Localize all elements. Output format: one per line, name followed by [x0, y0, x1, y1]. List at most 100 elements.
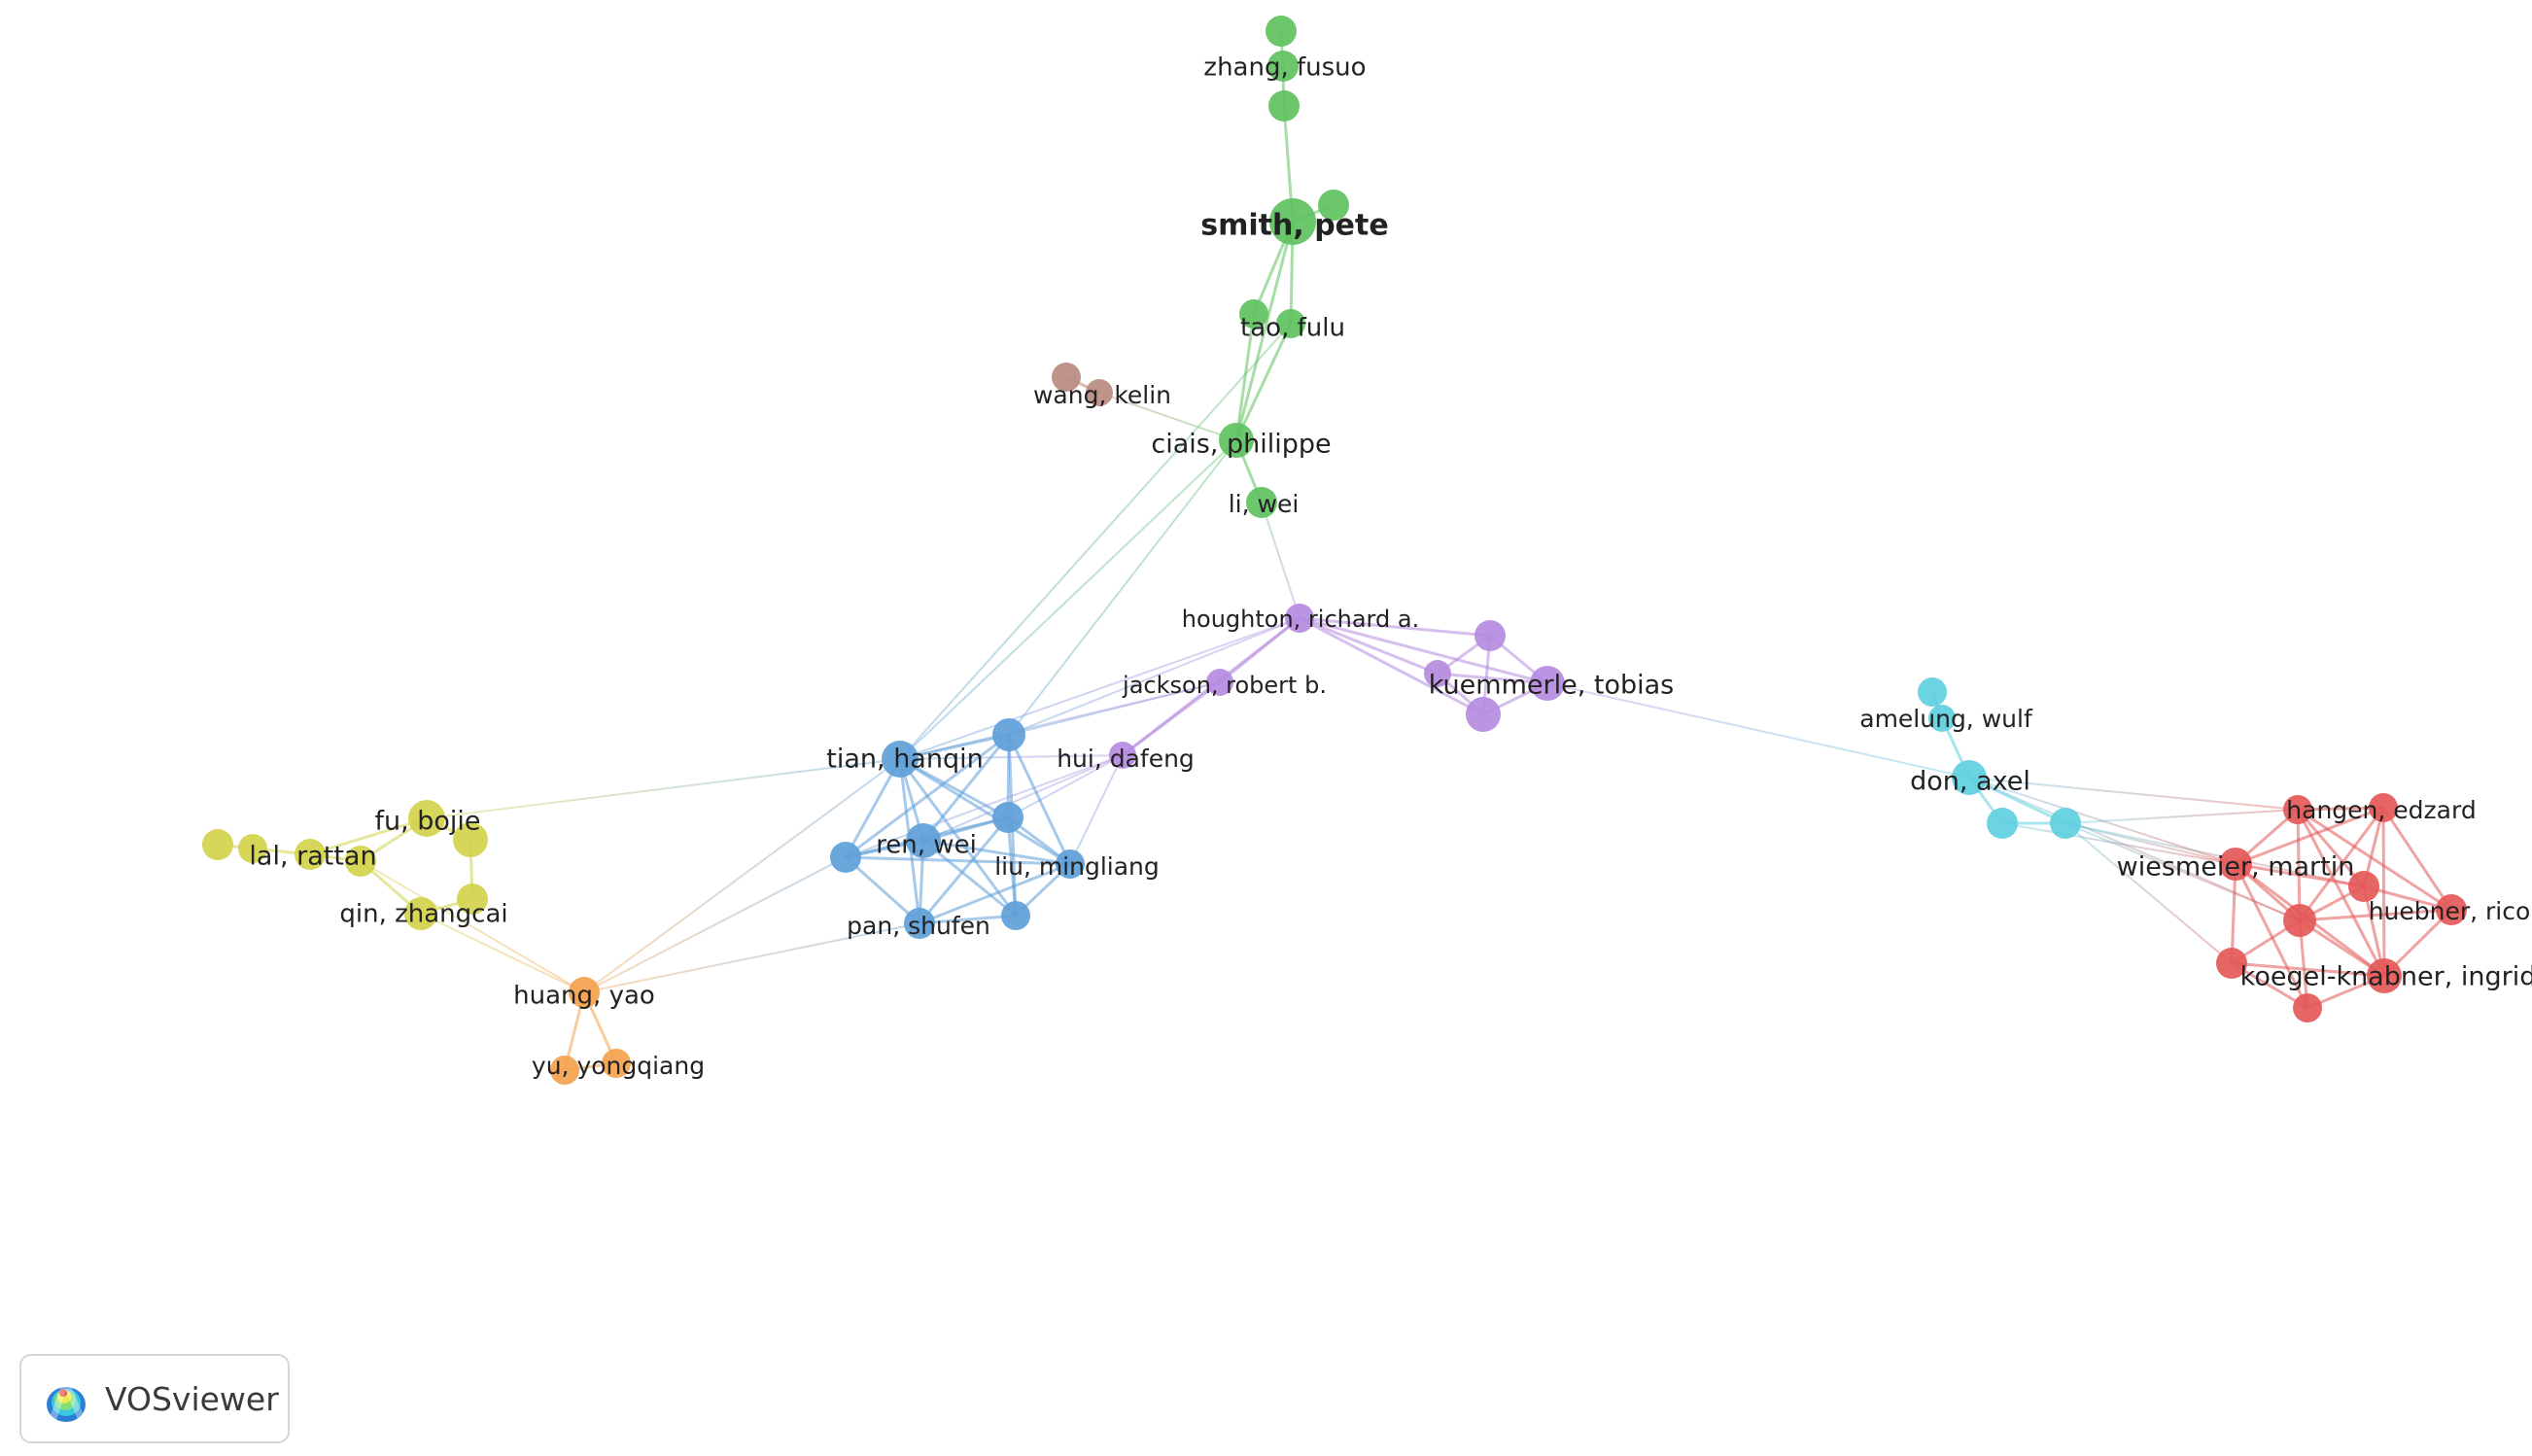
network-node-r5[interactable]: [2283, 904, 2316, 937]
network-node-y7[interactable]: [457, 884, 488, 915]
network-edge-r2-r5: [2298, 807, 2385, 921]
network-node-p4[interactable]: [1424, 660, 1451, 687]
network-node-r2[interactable]: [2369, 793, 2398, 822]
network-node-c3[interactable]: [1952, 760, 1987, 795]
network-edge-c5-r7: [2064, 822, 2233, 964]
network-edge-b2-b5: [845, 733, 1010, 859]
network-edge-r1-r4: [2296, 809, 2366, 887]
network-node-b4[interactable]: [906, 823, 941, 858]
node-label-y5: fu, bojie: [374, 807, 480, 837]
network-edge-b7-o1: [583, 922, 920, 993]
network-node-y1[interactable]: [202, 829, 233, 860]
network-edges: [217, 30, 2453, 1072]
network-node-p7[interactable]: [1109, 742, 1136, 769]
node-label-y3: lal, rattan: [249, 842, 376, 872]
node-label-b1: tian, hanqin: [826, 745, 983, 775]
node-label-p1: houghton, richard a.: [1182, 606, 1419, 633]
network-edge-r5-r6: [2299, 908, 2452, 922]
network-edge-p7-b1: [899, 754, 1124, 760]
node-label-r3: wiesmeier, martin: [2117, 852, 2355, 883]
network-edge-c5-r4: [2064, 822, 2365, 887]
network-edge-b5-b6: [845, 855, 1071, 866]
network-edge-y5-b1: [426, 758, 901, 819]
network-node-g1[interactable]: [1266, 16, 1297, 47]
network-edge-b5-b7: [844, 855, 921, 925]
network-node-g3[interactable]: [1268, 90, 1300, 121]
node-label-p2: jackson, robert b.: [1122, 672, 1327, 699]
network-nodes: [202, 16, 2467, 1085]
node-label-y8: qin, zhangcai: [339, 900, 507, 929]
network-node-y3[interactable]: [295, 839, 326, 870]
network-edge-g9-p1: [1261, 502, 1301, 619]
network-node-r9[interactable]: [2293, 993, 2322, 1023]
network-node-br2[interactable]: [1086, 379, 1113, 406]
network-edge-c3-r1: [1968, 777, 2299, 811]
network-node-p2[interactable]: [1206, 669, 1233, 696]
network-edge-o1-b5: [583, 856, 847, 993]
network-node-p5[interactable]: [1530, 666, 1565, 701]
network-node-b7[interactable]: [904, 908, 935, 939]
network-node-o3[interactable]: [602, 1049, 631, 1078]
node-label-c3: don, axel: [1910, 767, 2030, 797]
network-node-o1[interactable]: [569, 977, 600, 1008]
network-node-g9[interactable]: [1246, 487, 1277, 518]
network-node-b2[interactable]: [992, 718, 1025, 751]
network-edge-r3-r7: [2230, 863, 2237, 964]
node-label-p7: hui, dafeng: [1057, 745, 1195, 773]
network-node-y4[interactable]: [345, 846, 376, 877]
network-node-r3[interactable]: [2219, 848, 2252, 881]
network-node-c2[interactable]: [1928, 705, 1956, 732]
network-node-r6[interactable]: [2436, 894, 2467, 925]
network-node-p6[interactable]: [1466, 697, 1501, 732]
network-node-r4[interactable]: [2348, 871, 2379, 902]
network-node-y2[interactable]: [238, 834, 267, 863]
network-node-r8[interactable]: [2367, 958, 2402, 993]
network-node-y5[interactable]: [408, 800, 445, 837]
network-edge-g6-g8: [1234, 313, 1256, 441]
network-edge-r3-r9: [2234, 863, 2309, 1009]
network-edge-p1-p6: [1299, 616, 1484, 716]
network-node-br1[interactable]: [1052, 363, 1081, 392]
node-label-o3: yu, yongqiang: [532, 1052, 705, 1080]
network-node-b3[interactable]: [992, 802, 1023, 833]
network-edge-b1-b8: [898, 758, 1018, 917]
node-label-g7: tao, fulu: [1240, 314, 1345, 343]
network-edge-b1-b5: [844, 758, 902, 858]
network-edge-p7-b3: [1007, 754, 1124, 818]
network-node-g6[interactable]: [1239, 299, 1268, 329]
network-edge-p7-b6: [1069, 754, 1124, 865]
network-node-b5[interactable]: [830, 842, 861, 873]
network-edge-b1-b2: [899, 733, 1010, 761]
network-node-g7[interactable]: [1276, 309, 1305, 338]
network-node-y8[interactable]: [404, 897, 437, 930]
network-node-b8[interactable]: [1001, 901, 1030, 930]
network-node-g5[interactable]: [1318, 190, 1349, 221]
network-node-c1[interactable]: [1918, 677, 1947, 707]
network-edge-c4-r3: [2001, 822, 2237, 865]
network-node-g8[interactable]: [1219, 423, 1254, 458]
network-edge-r3-r4: [2235, 862, 2365, 888]
network-edge-p1-b1: [899, 617, 1301, 760]
network-node-r7[interactable]: [2216, 948, 2247, 979]
node-label-r1: hangen, edzard: [2286, 796, 2476, 824]
node-label-p5: kuemmerle, tobias: [1429, 671, 1674, 701]
network-edge-b6-b7: [919, 862, 1071, 925]
network-node-o2[interactable]: [550, 1056, 579, 1085]
network-node-c5[interactable]: [2050, 808, 2081, 839]
network-node-r1[interactable]: [2283, 795, 2312, 824]
network-node-p1[interactable]: [1285, 604, 1314, 633]
network-node-y6[interactable]: [453, 822, 488, 857]
node-label-g4: smith, pete: [1200, 209, 1388, 243]
network-node-g2[interactable]: [1267, 51, 1299, 82]
network-edge-b7-b8: [919, 914, 1017, 925]
network-edge-g7-g8: [1234, 323, 1293, 441]
network-node-p3[interactable]: [1474, 620, 1506, 651]
network-edge-g8-b1: [899, 439, 1237, 760]
network-node-b6[interactable]: [1056, 849, 1085, 879]
network-node-c4[interactable]: [1987, 808, 2018, 839]
network-edge-p4-p5: [1437, 672, 1548, 685]
network-edge-p7-b5: [845, 754, 1124, 858]
network-node-g4[interactable]: [1269, 198, 1316, 245]
network-node-b1[interactable]: [882, 741, 919, 778]
